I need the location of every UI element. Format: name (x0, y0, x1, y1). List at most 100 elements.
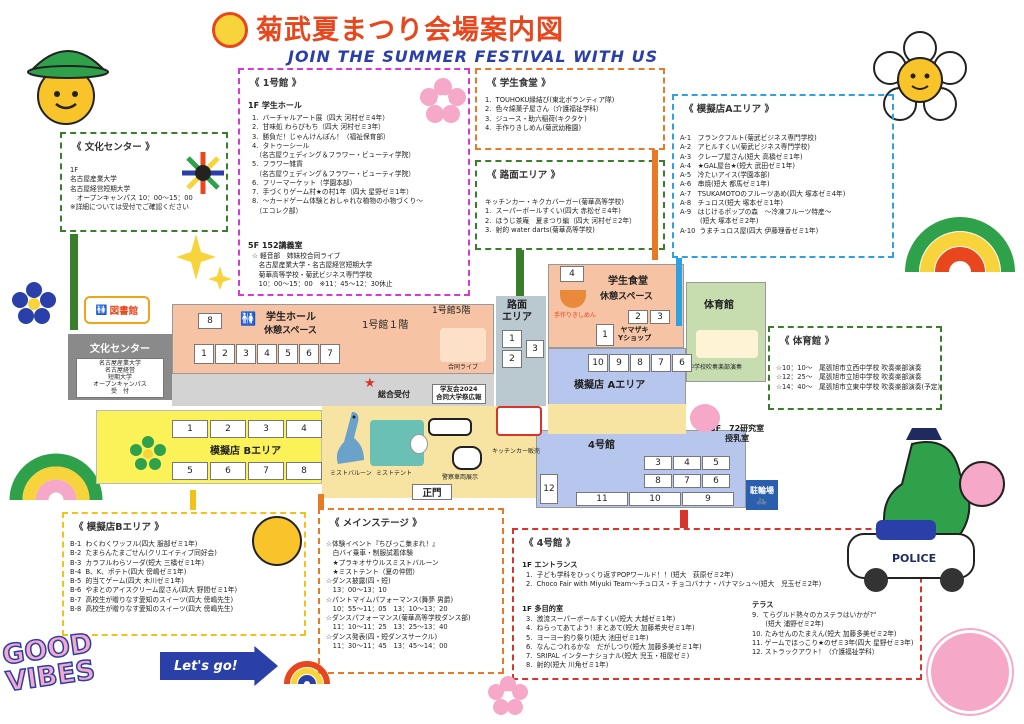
police-label: 警察車両展示 (442, 474, 479, 481)
hall_cells_row-cell-5: 5 (278, 344, 298, 364)
romen-label: 路面 エリア (502, 300, 532, 323)
arrow-areaB (190, 490, 196, 510)
heart-face-sticker (252, 516, 302, 566)
arrow-bunka (70, 234, 78, 330)
areaB_row2-cell-6: 6 (210, 462, 246, 480)
building4-info-box: 《 4号館 》 1F エントランス 1. 子ども学科をひっくり返すPOPワールド… (512, 528, 922, 680)
areaB_box-lines-line: B-2 たまらんたまごせん(クリエイティブ同好会) (70, 549, 217, 558)
dinosaur-police-mascot: POLICE (832, 424, 1020, 600)
building4_box-terrace_lines-line: 9. てらグルド熱々のカステラはいかが?" (752, 611, 877, 619)
hall_cells_row-cell-1: 1 (194, 344, 214, 364)
kitchen-car-icon (496, 406, 542, 436)
toilet-icon: 🚻 (95, 304, 108, 316)
stage_box-lines-line: ★ミストテント（夏の仲間） (326, 567, 419, 576)
areaB_row2-cell-7: 7 (248, 462, 284, 480)
building1_box-section1_lines-line: 6. フリーマーケット（学園本部） (252, 178, 357, 187)
romen-cell-2: 2 (502, 350, 522, 368)
mist-balloon-label: ミストバルーン (330, 470, 372, 477)
building4-entrance-lines: 1. 子ども学科をひっくり返すPOPワールド！！(短大 荻原ゼミ2年)2. Ch… (526, 571, 821, 590)
building1_box-section1_lines-line: （エコレク部） (252, 206, 303, 215)
building4_box-multi_lines-line: 4. ねらってあてよう！まとあて(短大 加藤希央ゼミ1年) (526, 624, 695, 633)
building1_box-section2_lines-line: 名古屋産業大学・名古屋経営短期大学 (252, 261, 373, 270)
seimon-label: 正門 (412, 484, 452, 500)
areaA_box-lines-line: A-3 クレープ屋さん(短大 高橋ゼミ1年) (680, 152, 803, 161)
b4_row2-cell-7: 7 (673, 474, 701, 488)
building4_box-terrace_lines-line: (短大 浦野ゼミ2年) (752, 620, 824, 629)
pink-flower-bottom-icon (488, 676, 528, 716)
areaA_row1-cell-9: 9 (609, 354, 629, 372)
areaA_box-lines-line: (短大 塚本ゼミ2年) (680, 217, 759, 226)
hall-cell-8: 8 (198, 313, 222, 329)
stage_box-lines-line: 11：10～11：25 13：25～13：40 (326, 623, 448, 632)
dinosaur-balloon-icon (330, 408, 368, 468)
building1-hall-title: 1F 学生ホール (248, 101, 302, 110)
hall-title: 学生ホール (266, 312, 316, 323)
areaB-heading: 《 模擬店Bエリア 》 (74, 522, 164, 533)
shokudo-title: 学生食堂 (608, 276, 648, 287)
building1_box-section1_lines-line: （名古屋ウェディング＆フラワー・ビューティ学院） (252, 169, 415, 178)
shokudo-cell-2: 2 (628, 310, 648, 324)
areaA_box-lines-line: A-7 TSUKAMOTOのフルーツあめ(四大 塚本ゼミ4年) (680, 189, 846, 198)
areaA-heading: 《 模擬店Aエリア 》 (684, 104, 774, 115)
areaB_row2-cell-5: 5 (172, 462, 208, 480)
areaB_box-lines-line: B-5 的当てゲーム(四大 木川ゼミ1年) (70, 577, 184, 585)
rainbow-left-icon (4, 400, 108, 504)
building4-multi-title: 1F 多目的室 (522, 604, 564, 613)
building4_box-multi_lines-line: 7. SRIPAL インターナショナル(短大 児玉・相屋ゼミ) (526, 652, 690, 660)
page-title: 菊武夏まつり会場案内図 (256, 15, 564, 46)
b4_row2-cell-8: 8 (644, 474, 672, 488)
kitchencar-label: キッチンカー販売 (492, 448, 541, 455)
b4_row2-cell-6: 6 (702, 474, 730, 488)
areaB_box-lines-line: B-7 高校生が贈りなす愛知のスイーツ(四大 傍嶋先生) (70, 595, 234, 604)
taiikukan-heading: 《 体育館 》 (780, 336, 835, 347)
police-bike-icon (452, 446, 482, 470)
hall-sub: 休憩スペース (264, 326, 317, 336)
hall_cells_row-cell-3: 3 (236, 344, 256, 364)
bunka_box-lines-line: 名古屋経営短期大学 (70, 184, 131, 193)
stage_box-lines-line: ☆ダンス発表(四・短ダンスサークル) (326, 632, 438, 641)
lets-go-text: Let's go! (174, 658, 238, 674)
header-title-icon (212, 12, 248, 48)
romen-cell-1: 1 (502, 330, 522, 348)
areaB_row2-cell-8: 8 (286, 462, 322, 480)
taiikukan-lines: ☆10：10～ 尾張旭市立西中学校 吹奏楽部演奏☆12：25～ 尾張旭市立旭中学… (776, 364, 940, 392)
bunka_box-lines-line: 1F (70, 166, 79, 174)
areaB_box-lines-line: B-3 カラフルわらソーダ(短大 三橋ゼミ1年) (70, 558, 205, 567)
areaA_row1-cell-6: 6 (672, 354, 692, 372)
areaA_box-lines-line: A-10 うまチュロス屋(四大 伊藤理香ゼミ1年) (680, 226, 819, 235)
romen-cell-3: 3 (526, 340, 544, 358)
areaA-label: 模擬店 Aエリア (574, 380, 646, 391)
building1-hall-lines: 1. バーチャルアート展（四大 河村ゼミ4年）2. 甘味処 わらびもち（四大 河… (252, 114, 423, 216)
chugaku-label: 中学校吹奏楽部演奏 (688, 364, 743, 371)
romen-lines: キッチンカー・キクカバーガー(菊華高等学校)1. スーパーボールすくい(四大 赤… (485, 198, 636, 235)
hall_cells_row-cell-6: 6 (299, 344, 319, 364)
stage_box-lines-line: 白バイ乗車・制服試着体験 (326, 549, 413, 558)
lets-go-sticker: Let's go! (160, 646, 278, 686)
areaB_box-lines-line: B-4 B、K、ポテト(四大 傍嶋ゼミ1年) (70, 567, 187, 576)
shokudo-cell-3: 3 (650, 310, 670, 324)
hall_cells_row-cell-7: 7 (320, 344, 340, 364)
mist-tent-label: ミストテント (376, 470, 413, 477)
rainbow-bottom-icon (282, 650, 332, 686)
areaA_box-lines-line: A-8 チュロス(短大 塚本ゼミ1年) (680, 198, 783, 207)
bunka-inner-line: 受 付 (110, 387, 129, 395)
band-members-icon (696, 330, 758, 358)
stage_box-lines-line: 11：30～11：45 13：45～14：00 (326, 641, 448, 650)
stage_box-lines-line: ☆パントマイムパフォーマンス(舞夢 男爵) (326, 595, 454, 604)
pink-love-sticker (928, 630, 1012, 714)
areaB-info-box: 《 模擬店Bエリア 》 B-1 わくわくワッフル(四大 服部ゼミ1年)B-2 た… (62, 512, 306, 636)
arrow-romen (516, 250, 524, 296)
yamazaki-label: ヤマザキ Yショップ (618, 326, 652, 343)
b4_row3-cell-10: 10 (629, 492, 681, 506)
bunka-inner-line: 短期大学 (107, 373, 132, 381)
pink-flower-icon (420, 78, 466, 124)
building4_box-multi_lines-line: 8. 射的(短大 川角ゼミ1年) (526, 661, 609, 670)
police-car-icon (428, 418, 472, 436)
gakuyukai-label: 学友会2024 合同大学祭広報 (432, 384, 486, 404)
band-icon (440, 328, 486, 362)
shokudo-sub: 休憩スペース (600, 292, 653, 302)
building1-heading: 《 1号館 》 (250, 78, 302, 89)
stage-lines: ☆体験イベント『ちびっこ集まれ！』 白バイ乗車・制服試着体験 ★プラキオサウルス… (326, 540, 471, 651)
arrow-shokudo (652, 150, 658, 260)
